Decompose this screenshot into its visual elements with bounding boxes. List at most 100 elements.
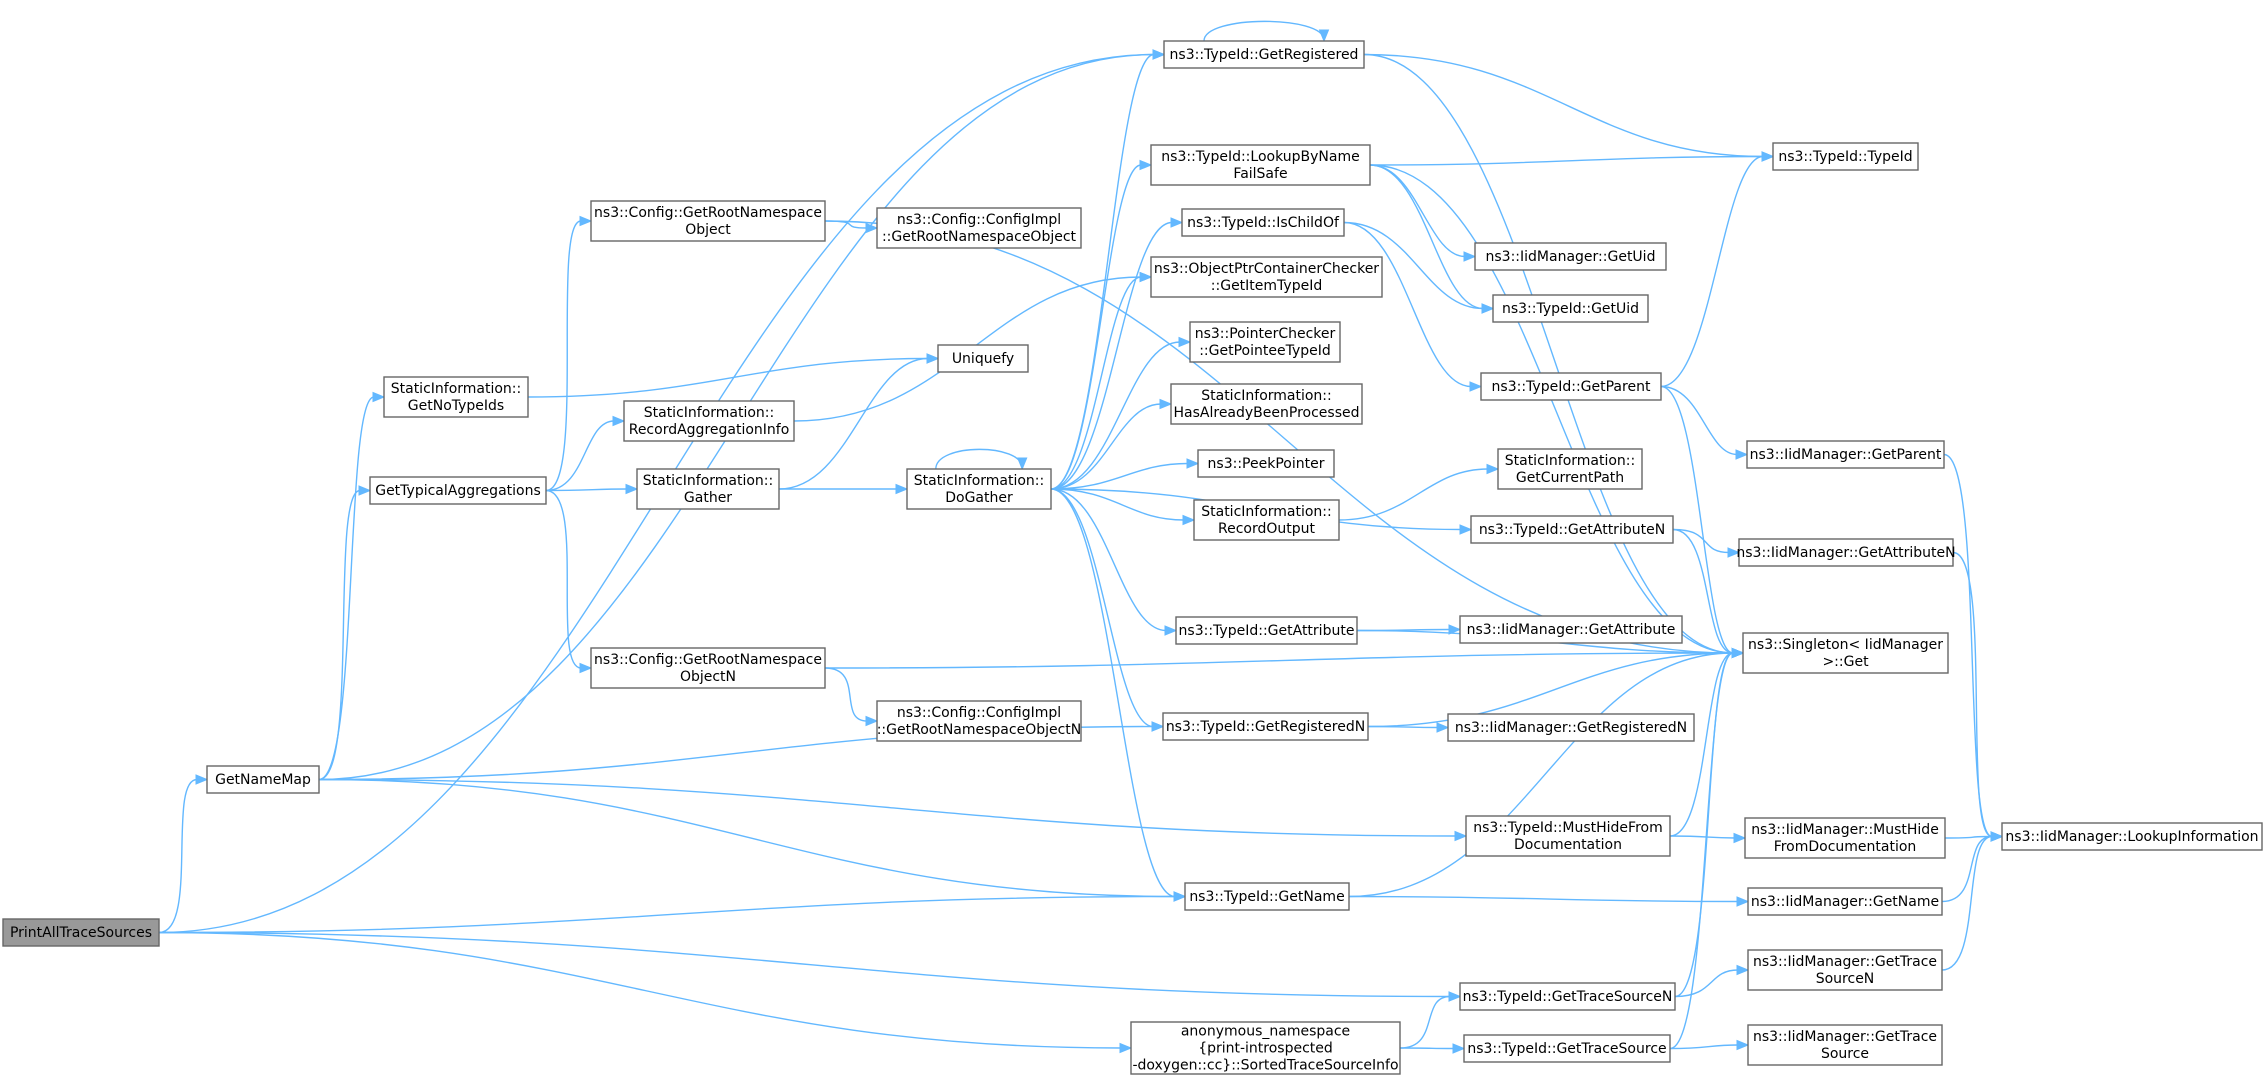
edge-gather-to-uniquefy	[778, 353, 940, 490]
node-box	[876, 207, 1082, 249]
node-iid-lookup[interactable]: ns3::IidManager::LookupInformation	[2001, 822, 2263, 851]
node-label: StaticInformation::	[914, 473, 1045, 489]
edge-arrowhead	[1016, 457, 1028, 471]
node-getnamemap[interactable]: GetNameMap	[206, 765, 320, 794]
edge-line	[1050, 488, 1167, 632]
node-cfgimpl-rootN[interactable]: ns3::Config::ConfigImpl::GetRootNamespac…	[876, 700, 1082, 742]
edge-arrowhead	[1735, 449, 1749, 460]
node-box	[1197, 449, 1335, 478]
node-label: ns3::Singleton< IidManager	[1748, 637, 1943, 653]
edge-dogather-to-peekptr	[1050, 458, 1200, 490]
edge-arrowhead	[1736, 964, 1750, 976]
edge-gettypical-to-cfg-getrootN	[545, 489, 593, 674]
node-iid-gettsN[interactable]: ns3::IidManager::GetTraceSourceN	[1747, 949, 1943, 991]
node-objptr[interactable]: ns3::ObjectPtrContainerChecker::GetItemT…	[1150, 256, 1383, 298]
node-recordout[interactable]: StaticInformation::RecordOutput	[1193, 499, 1340, 541]
node-hasalready[interactable]: StaticInformation::HasAlreadyBeenProcess…	[1170, 383, 1363, 425]
node-tid-getattrN[interactable]: ns3::TypeId::GetAttributeN	[1470, 515, 1674, 544]
node-iid-getattrN[interactable]: ns3::IidManager::GetAttributeN	[1736, 538, 1956, 567]
node-label: -doxygen::cc}::SortedTraceSourceInfo	[1132, 1058, 1398, 1074]
edges-layer	[158, 20, 2004, 1054]
node-getregistered[interactable]: ns3::TypeId::GetRegistered	[1163, 40, 1365, 69]
edge-arrowhead	[1139, 271, 1153, 283]
node-tid-getuid[interactable]: ns3::TypeId::GetUid	[1492, 294, 1649, 323]
edge-dogather-to-getattribute	[1050, 488, 1178, 636]
node-cfg-getroot[interactable]: ns3::Config::GetRootNamespaceObject	[590, 200, 826, 242]
node-box	[1181, 208, 1345, 237]
edge-line	[824, 667, 868, 722]
node-getattribute[interactable]: ns3::TypeId::GetAttribute	[1175, 616, 1358, 645]
node-label: GetTypicalAggregations	[375, 483, 541, 499]
node-tid-getts[interactable]: ns3::TypeId::GetTraceSource	[1463, 1034, 1671, 1063]
node-box	[876, 700, 1082, 742]
node-getnotypeids[interactable]: StaticInformation::GetNoTypeIds	[383, 376, 529, 418]
node-uniquefy[interactable]: Uniquefy	[937, 344, 1029, 373]
edge-arrowhead	[1481, 303, 1495, 314]
node-getregisteredN[interactable]: ns3::TypeId::GetRegisteredN	[1162, 712, 1369, 741]
node-box	[1470, 515, 1674, 544]
edge-arrowhead	[372, 391, 386, 403]
node-ischildof[interactable]: ns3::TypeId::IsChildOf	[1181, 208, 1345, 237]
node-gettypical[interactable]: GetTypicalAggregations	[369, 476, 547, 505]
edge-dogather-to-hasalready	[1050, 398, 1173, 490]
node-tid-typeid[interactable]: ns3::TypeId::TypeId	[1772, 142, 1919, 171]
node-box	[1447, 713, 1695, 742]
node-gather[interactable]: StaticInformation::Gather	[636, 468, 780, 510]
edge-arrowhead	[1736, 896, 1750, 907]
edge-arrowhead	[1186, 458, 1200, 469]
edge-line	[1367, 652, 1734, 728]
node-dogather[interactable]: StaticInformation::DoGather	[906, 468, 1052, 510]
node-printall[interactable]: PrintAllTraceSources	[2, 918, 160, 947]
edge-arrowhead	[865, 715, 879, 727]
node-box	[1175, 616, 1358, 645]
node-anon[interactable]: anonymous_namespace{print-introspected-d…	[1130, 1021, 1401, 1075]
node-iid-getuid[interactable]: ns3::IidManager::GetUid	[1474, 242, 1667, 271]
node-label: ObjectN	[680, 669, 736, 685]
edge-line	[1941, 835, 1993, 903]
node-box	[1170, 383, 1363, 425]
edge-dogather-to-recordout	[1050, 488, 1196, 526]
edge-line	[158, 931, 1122, 1049]
node-label: StaticInformation::	[391, 381, 522, 397]
node-tid-gettsN[interactable]: ns3::TypeId::GetTraceSourceN	[1459, 982, 1676, 1011]
node-label: ns3::Config::ConfigImpl	[897, 705, 1061, 721]
edge-arrowhead	[1733, 832, 1747, 844]
node-cfg-getrootN[interactable]: ns3::Config::GetRootNamespaceObjectN	[590, 647, 826, 689]
node-iid-getattr[interactable]: ns3::IidManager::GetAttribute	[1459, 615, 1683, 644]
node-pointee[interactable]: ns3::PointerChecker::GetPointeeTypeId	[1189, 321, 1341, 363]
node-getcurpath[interactable]: StaticInformation::GetCurrentPath	[1497, 448, 1643, 490]
edge-arrowhead	[1463, 251, 1477, 262]
edge-line	[1669, 835, 1736, 839]
node-iid-musthide[interactable]: ns3::IidManager::MustHideFromDocumentati…	[1744, 817, 1946, 859]
node-recordagg[interactable]: StaticInformation::RecordAggregationInfo	[623, 400, 795, 442]
node-tid-getparent[interactable]: ns3::TypeId::GetParent	[1480, 372, 1662, 401]
edge-arrowhead	[1119, 1042, 1133, 1054]
edge-printall-to-getnamemap	[158, 774, 209, 934]
edge-line	[1369, 164, 1484, 310]
node-iid-getts[interactable]: ns3::IidManager::GetTraceSource	[1747, 1024, 1943, 1066]
node-iid-getparent[interactable]: ns3::IidManager::GetParent	[1746, 440, 1945, 469]
node-getname[interactable]: ns3::TypeId::GetName	[1184, 882, 1350, 911]
node-label: ns3::IidManager::GetAttributeN	[1736, 545, 1955, 561]
node-iid-getregN[interactable]: ns3::IidManager::GetRegisteredN	[1447, 713, 1695, 742]
edge-arrowhead	[1736, 1039, 1750, 1051]
node-label: ns3::TypeId::GetTraceSourceN	[1463, 989, 1673, 1005]
node-label: ns3::TypeId::GetTraceSource	[1467, 1041, 1666, 1057]
edge-line	[158, 778, 198, 934]
node-peekptr[interactable]: ns3::PeekPointer	[1197, 449, 1335, 478]
node-box	[1738, 538, 1954, 567]
edge-getnotypeids-to-uniquefy	[527, 353, 940, 398]
node-singleton[interactable]: ns3::Singleton< IidManager >::Get	[1742, 632, 1949, 674]
edge-line	[1399, 1047, 1455, 1050]
edge-arrowhead	[579, 215, 593, 227]
edge-line	[1399, 995, 1451, 1049]
node-cfgimpl-root[interactable]: ns3::Config::ConfigImpl::GetRootNamespac…	[876, 207, 1082, 249]
node-label: DoGather	[945, 490, 1013, 506]
edge-tid-gettsN-to-iid-gettsN	[1674, 964, 1750, 998]
node-box	[1459, 982, 1676, 1011]
node-box	[1492, 294, 1649, 323]
node-label: >::Get	[1822, 654, 1869, 670]
node-iid-getname[interactable]: ns3::IidManager::GetName	[1747, 887, 1943, 916]
